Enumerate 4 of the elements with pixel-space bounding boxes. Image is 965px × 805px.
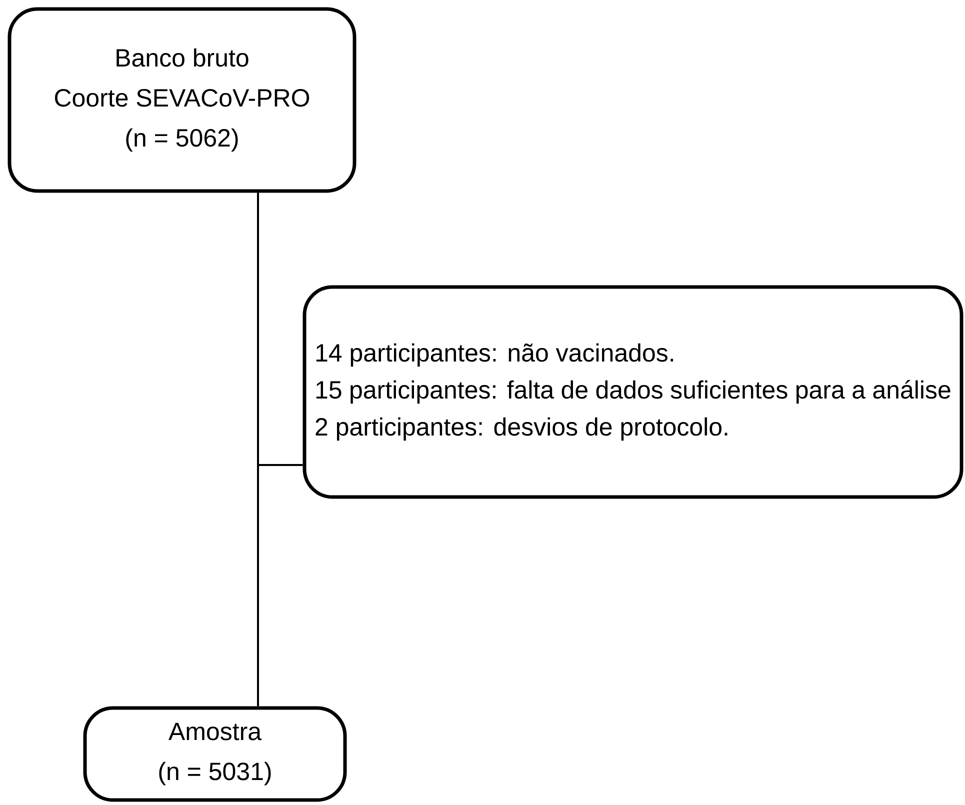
flow-box: Amostra (n = 5031) <box>83 706 347 802</box>
connector-line <box>257 192 303 466</box>
flow-box: Banco bruto Coorte SEVACoV-PRO (n = 5062) <box>8 7 356 193</box>
flow-box: 14 participantes: não vacinados. 15 participantes: falta de dados suficientes para a análise 2 participantes: desvios de protocolo. <box>302 285 964 499</box>
